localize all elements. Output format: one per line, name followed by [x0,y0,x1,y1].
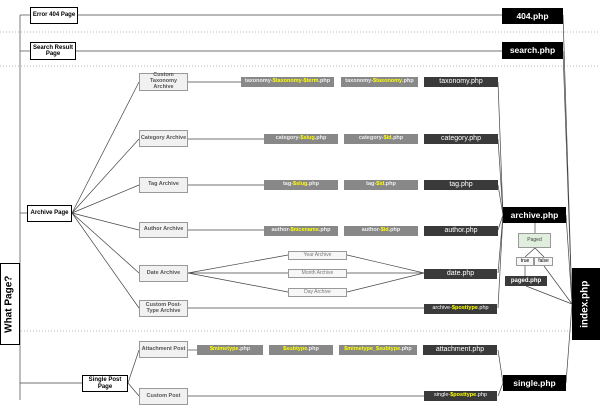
index-php-label: index.php [579,280,591,328]
template-category-php: category.php [424,134,498,144]
template-single-php: single.php [503,375,566,391]
template-search-php: search.php [502,42,563,59]
template-tag-id: tag-$id.php [344,180,418,190]
paged-decision-node: Paged [518,233,551,248]
year-archive-node: Year Archive [288,251,347,260]
custom-post-type-archive-node: Custom Post-Type Archive [139,300,188,317]
attachment-post-node: Attachment Post [139,341,188,358]
custom-post-node: Custom Post [139,388,188,405]
archive-page-node: Archive Page [27,205,72,222]
search-result-page-node: Search Result Page [30,42,76,60]
template-attachment-php: attachment.php [423,345,497,355]
template-taxonomy-php: taxonomy.php [424,77,498,87]
day-archive-node: Day Archive [288,288,347,297]
template-author-id: author-$id.php [344,226,418,236]
template-single-posttype: single-$posttype.php [424,391,497,401]
month-archive-node: Month Archive [288,269,347,278]
template-taxonomy-tax: taxonomy-$taxonomy.php [341,77,418,87]
tag-archive-node: Tag Archive [139,177,188,193]
category-archive-node: Category Archive [139,130,188,147]
template-index-php: index.php [572,268,600,340]
author-archive-node: Author Archive [139,222,188,238]
template-mimetype-subtype: $mimetype_$subtype.php [339,345,417,355]
template-author-nicename: author-$nicename.php [264,226,338,236]
template-tag-php: tag.php [424,180,498,190]
paged-true-node: true [516,257,534,266]
error-404-page-node: Error 404 Page [30,7,78,24]
template-tag-slug: tag-$slug.php [264,180,338,190]
template-mimetype: $mimetype.php [197,345,263,355]
template-archive-posttype: archive-$posttype.php [424,304,497,314]
date-archive-node: Date Archive [139,265,188,282]
template-subtype: $subtype.php [269,345,333,355]
template-author-php: author.php [424,226,498,236]
custom-taxonomy-archive-node: Custom Taxonomy Archive [139,72,188,91]
template-archive-php: archive.php [503,207,566,223]
what-page-label: What Page? [3,275,15,333]
single-post-page-node: Single Post Page [82,375,128,392]
paged-false-node: false [534,257,553,266]
template-date-php: date.php [424,269,497,279]
template-category-id: category-$id.php [344,134,418,144]
template-404-php: 404.php [502,8,563,24]
template-paged-php: paged.php [505,276,547,286]
what-page-box: What Page? [0,263,20,345]
template-taxonomy-term: taxonomy-$taxonomy-$term.php [241,77,334,87]
template-category-slug: category-$slug.php [264,134,338,144]
